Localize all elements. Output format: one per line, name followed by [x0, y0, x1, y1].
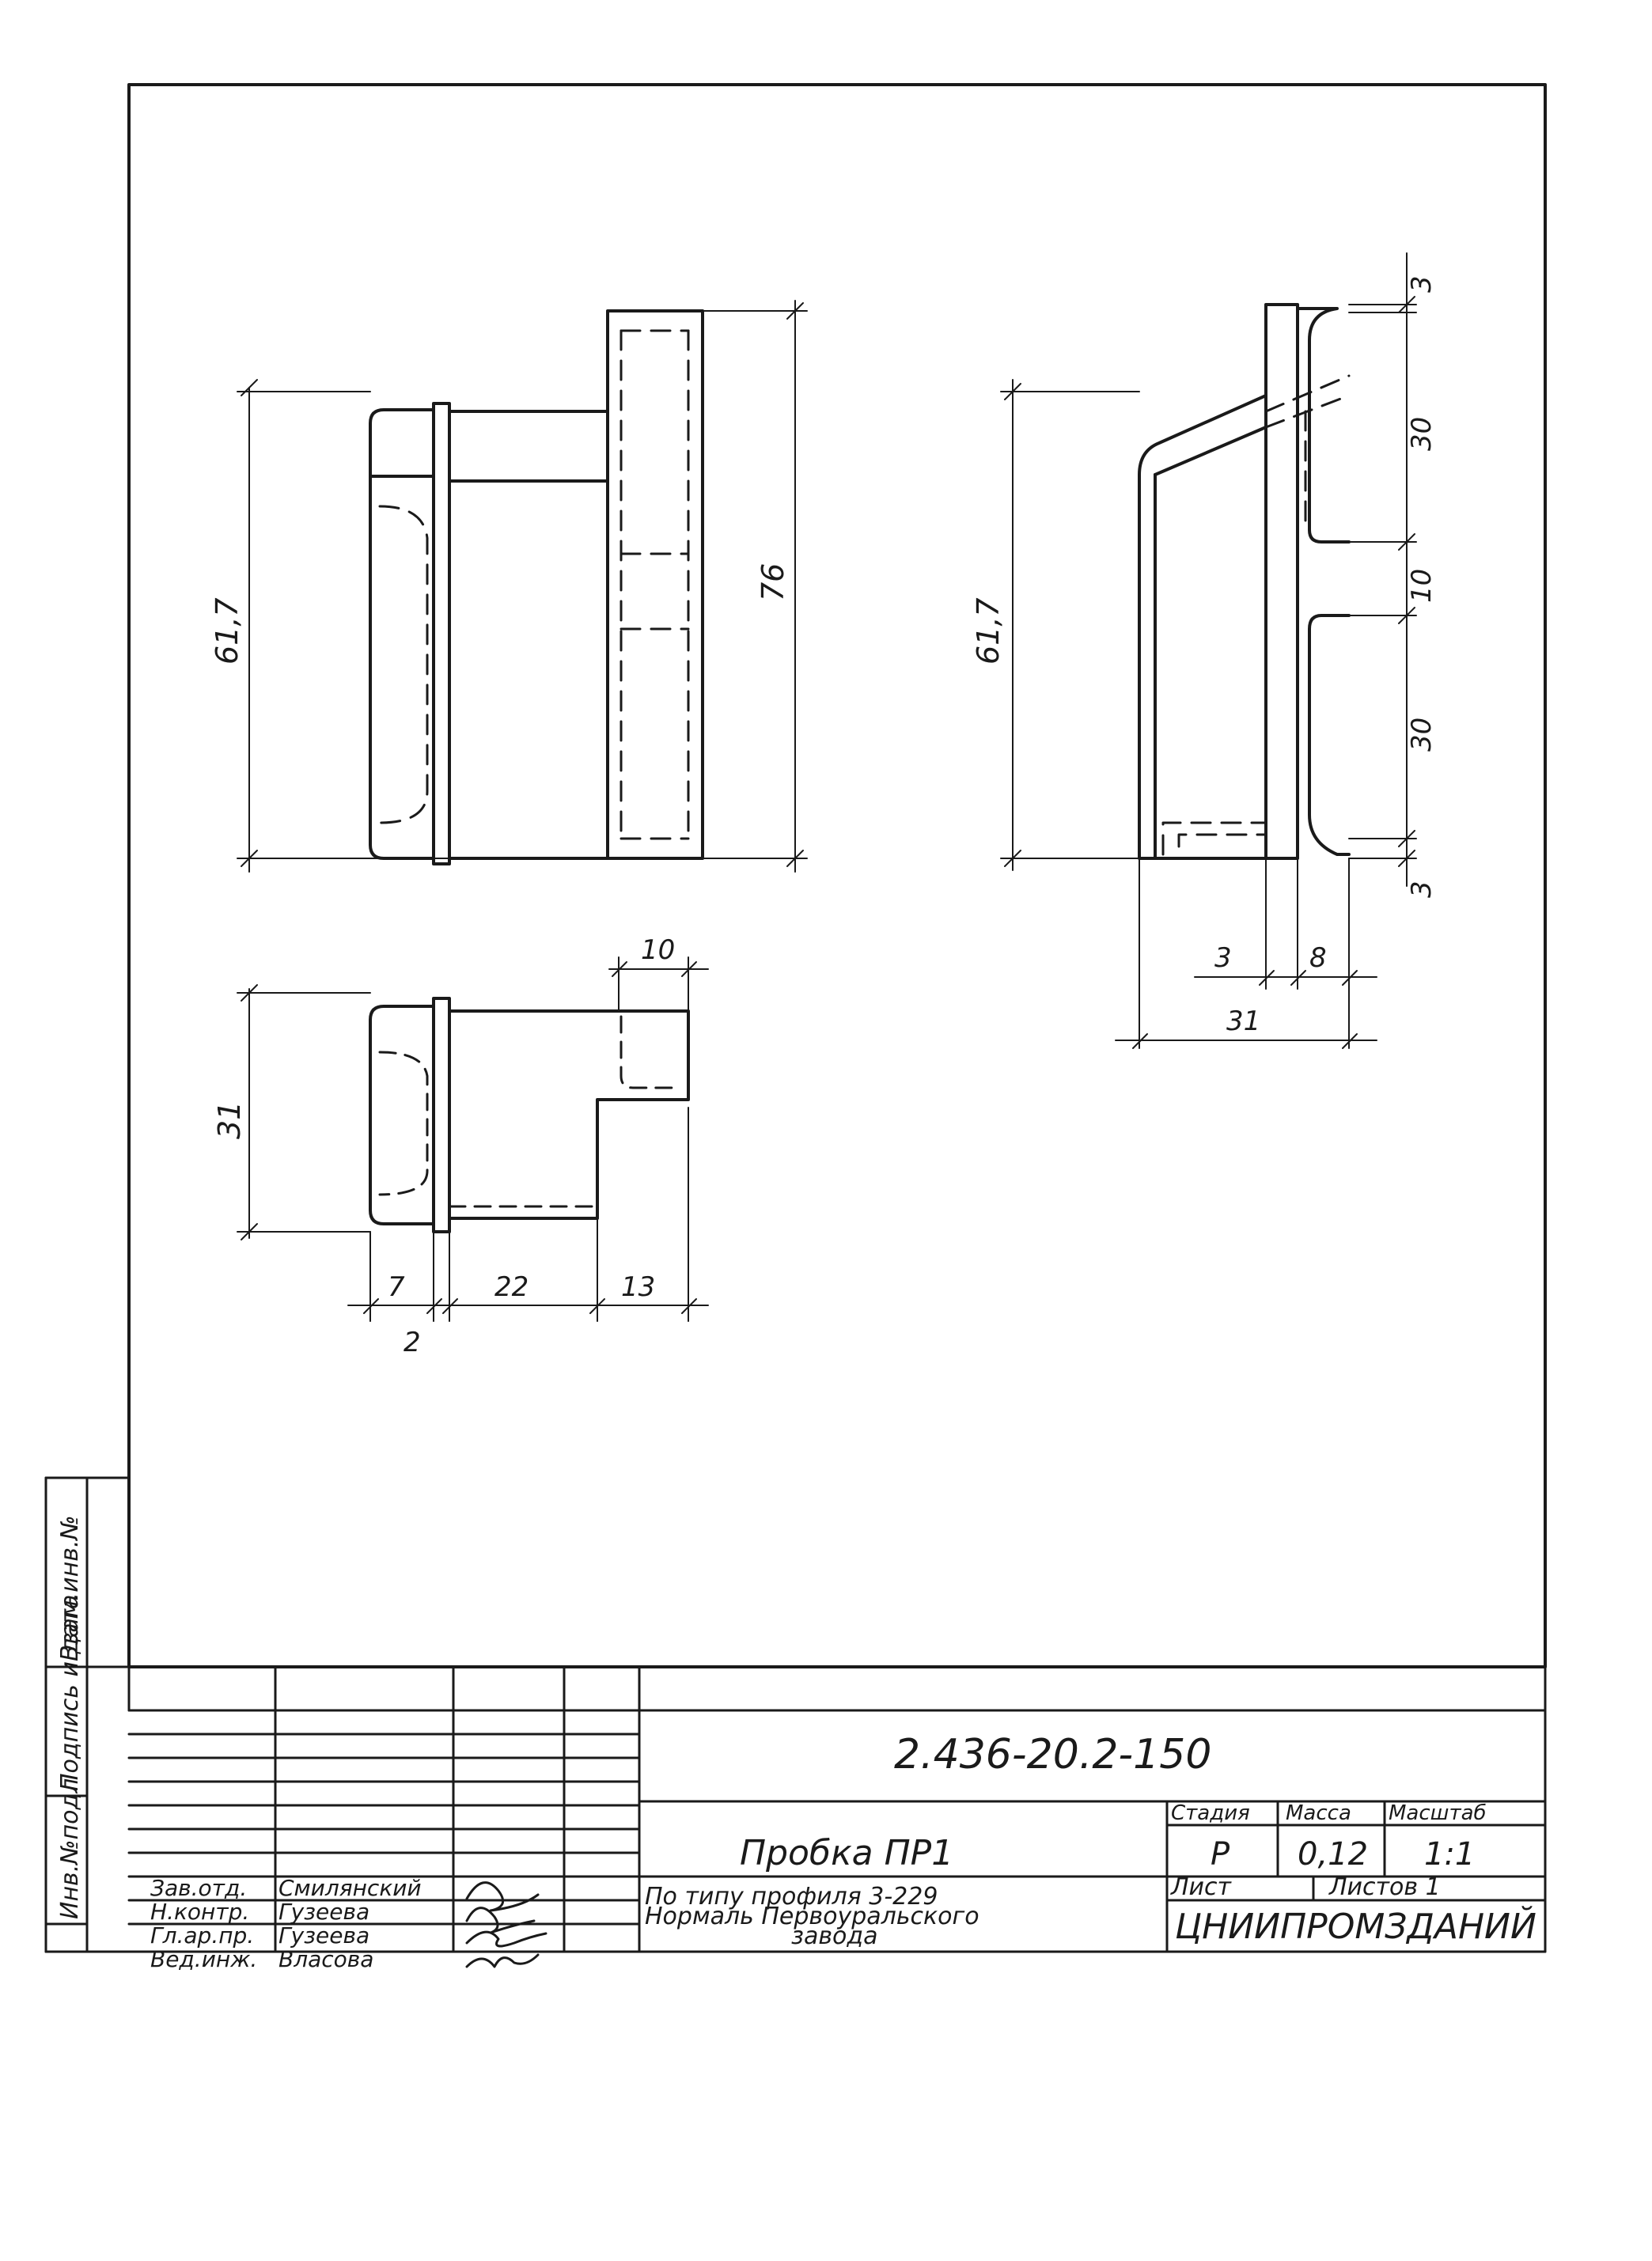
dim-side-mid: 10 — [1406, 569, 1438, 603]
staff-role: Н.контр. — [150, 1899, 249, 1925]
staff-name: Гузеева — [278, 1922, 369, 1949]
stage-label: Стадия — [1171, 1801, 1250, 1825]
scale-value: 1:1 — [1424, 1836, 1475, 1873]
sheet-label: Лист — [1170, 1873, 1233, 1901]
dim-top-w1: 7 — [388, 1271, 405, 1303]
dim-side-seg2: 30 — [1406, 718, 1438, 752]
dim-side-bottom: 3 — [1406, 881, 1438, 898]
sheets-label: Листов 1 — [1328, 1873, 1441, 1901]
front-view-dimension-lines — [237, 300, 808, 873]
dim-top-w2: 2 — [404, 1327, 421, 1358]
scale-label: Масштаб — [1389, 1801, 1487, 1825]
doc-number: 2.436-20.2-150 — [894, 1731, 1211, 1778]
note-line-2: Нормаль Первоуральского — [645, 1903, 979, 1930]
margin-inv-original: Инв.№подл — [56, 1778, 84, 1919]
margin-replacement-inv: Взам.инв.№ — [56, 1515, 84, 1661]
organization-name: ЦНИИПРОМЗДАНИЙ — [1175, 1905, 1536, 1947]
front-view-hidden-lines — [378, 329, 690, 840]
top-view — [369, 997, 690, 1233]
dim-front-height: 61,7 — [210, 597, 244, 665]
dim-side-w2: 8 — [1309, 942, 1327, 974]
staff-role: Вед.инж. — [150, 1946, 257, 1972]
left-margin-strip — [44, 1476, 131, 1953]
front-view — [369, 309, 704, 865]
dim-front-overall: 76 — [756, 563, 790, 601]
staff-name: Смилянский — [278, 1875, 422, 1901]
side-view-dimension-lines — [1000, 252, 1417, 1049]
margin-signature-date: Подпись и дата — [56, 1595, 84, 1792]
title-block-lines — [127, 1665, 1547, 1953]
dim-top-w3: 22 — [494, 1271, 529, 1303]
title-block-grid — [127, 1665, 1547, 1803]
staff-role: Зав.отд. — [150, 1875, 247, 1901]
drawing-title: Пробка ПР1 — [740, 1833, 953, 1873]
mass-value: 0,12 — [1298, 1836, 1368, 1873]
note-line-1: По типу профиля 3-229 — [645, 1883, 938, 1911]
dim-side-height: 61,7 — [971, 597, 1006, 665]
dim-top-w5: 10 — [641, 934, 675, 966]
dim-side-top: 3 — [1406, 275, 1438, 293]
dim-side-w1: 3 — [1214, 942, 1232, 974]
side-view-hidden-lines — [1161, 374, 1351, 856]
staff-role: Гл.ар.пр. — [150, 1922, 254, 1949]
staff-name: Власова — [278, 1946, 373, 1972]
stage-value: Р — [1211, 1836, 1230, 1873]
dim-side-seg1: 30 — [1406, 417, 1438, 451]
dim-top-w4: 13 — [621, 1271, 655, 1303]
signatures — [465, 1881, 548, 1968]
top-view-dimension-lines — [237, 956, 709, 1322]
note-line-3: завода — [791, 1922, 878, 1950]
mass-label: Масса — [1286, 1801, 1351, 1825]
staff-name: Гузеева — [278, 1899, 369, 1925]
drawing-frame — [127, 83, 1547, 1668]
dim-top-height: 31 — [212, 1101, 247, 1139]
dim-side-total: 31 — [1226, 1006, 1260, 1037]
top-view-hidden-lines — [378, 1015, 682, 1208]
side-view — [1138, 303, 1351, 860]
